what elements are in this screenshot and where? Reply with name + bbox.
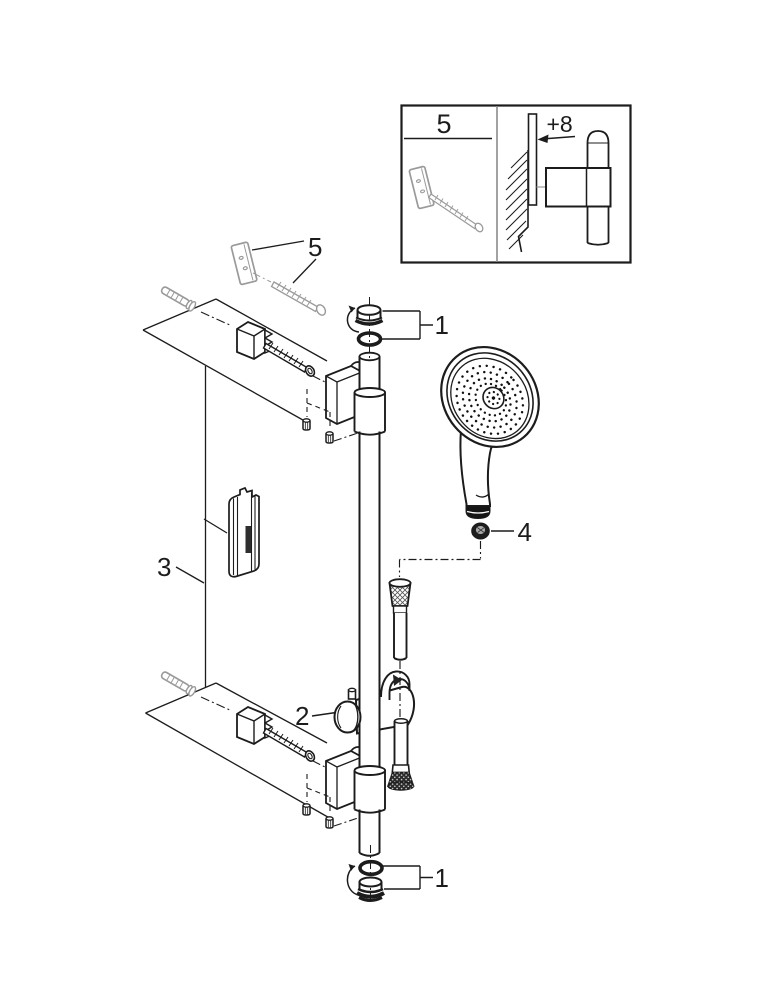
o-ring <box>356 331 383 347</box>
callout-2: 2 <box>295 701 309 731</box>
glide-knob <box>333 700 362 734</box>
leader-line-5 <box>251 240 317 284</box>
spacer-plate <box>230 241 258 286</box>
leader-line-2 <box>311 711 337 717</box>
inset-bracket <box>545 167 612 208</box>
clip-cover <box>228 486 260 578</box>
leader-line-clip <box>203 518 228 534</box>
inset-callout-5: 5 <box>437 109 452 139</box>
inset-dimension: +8 <box>547 111 573 137</box>
rail-collar-bottom <box>353 765 387 814</box>
end-cap-top: 1 <box>346 304 449 347</box>
o-ring <box>358 859 384 877</box>
end-cap-bottom: 1 <box>346 859 449 902</box>
rail-collar-top <box>353 387 387 436</box>
mount-assembly-top <box>160 285 364 443</box>
extension-kit-5: 5 <box>230 232 327 316</box>
inset-plate-edge <box>527 113 538 206</box>
rotate-arrow-icon <box>346 865 359 896</box>
mounting-set-group-lines <box>142 298 334 821</box>
shower-rail <box>353 297 387 903</box>
filter-washer-4: 4 <box>471 517 532 547</box>
long-screw <box>270 281 327 316</box>
callout-3: 3 <box>157 552 171 582</box>
leader-line-1-bottom <box>383 865 433 890</box>
leader-line-3 <box>175 566 205 584</box>
inset-detail-box: 5 +8 <box>400 104 632 264</box>
callout-1-bottom: 1 <box>435 863 449 893</box>
leader-line-1-top <box>382 310 433 340</box>
dimension-arrow-icon <box>537 134 549 143</box>
hand-shower <box>440 345 540 520</box>
callout-5: 5 <box>308 232 322 262</box>
inset-screw <box>427 193 484 233</box>
inset-spacer-plate <box>408 165 435 210</box>
mount-assembly-bottom <box>160 670 364 828</box>
callout-1-top: 1 <box>435 310 449 340</box>
shower-hose <box>386 541 482 791</box>
hose-connector <box>465 505 491 520</box>
hook <box>380 670 411 700</box>
spray-face <box>440 345 540 449</box>
callout-4: 4 <box>518 517 532 547</box>
glide-element-2: 2 <box>295 687 362 734</box>
